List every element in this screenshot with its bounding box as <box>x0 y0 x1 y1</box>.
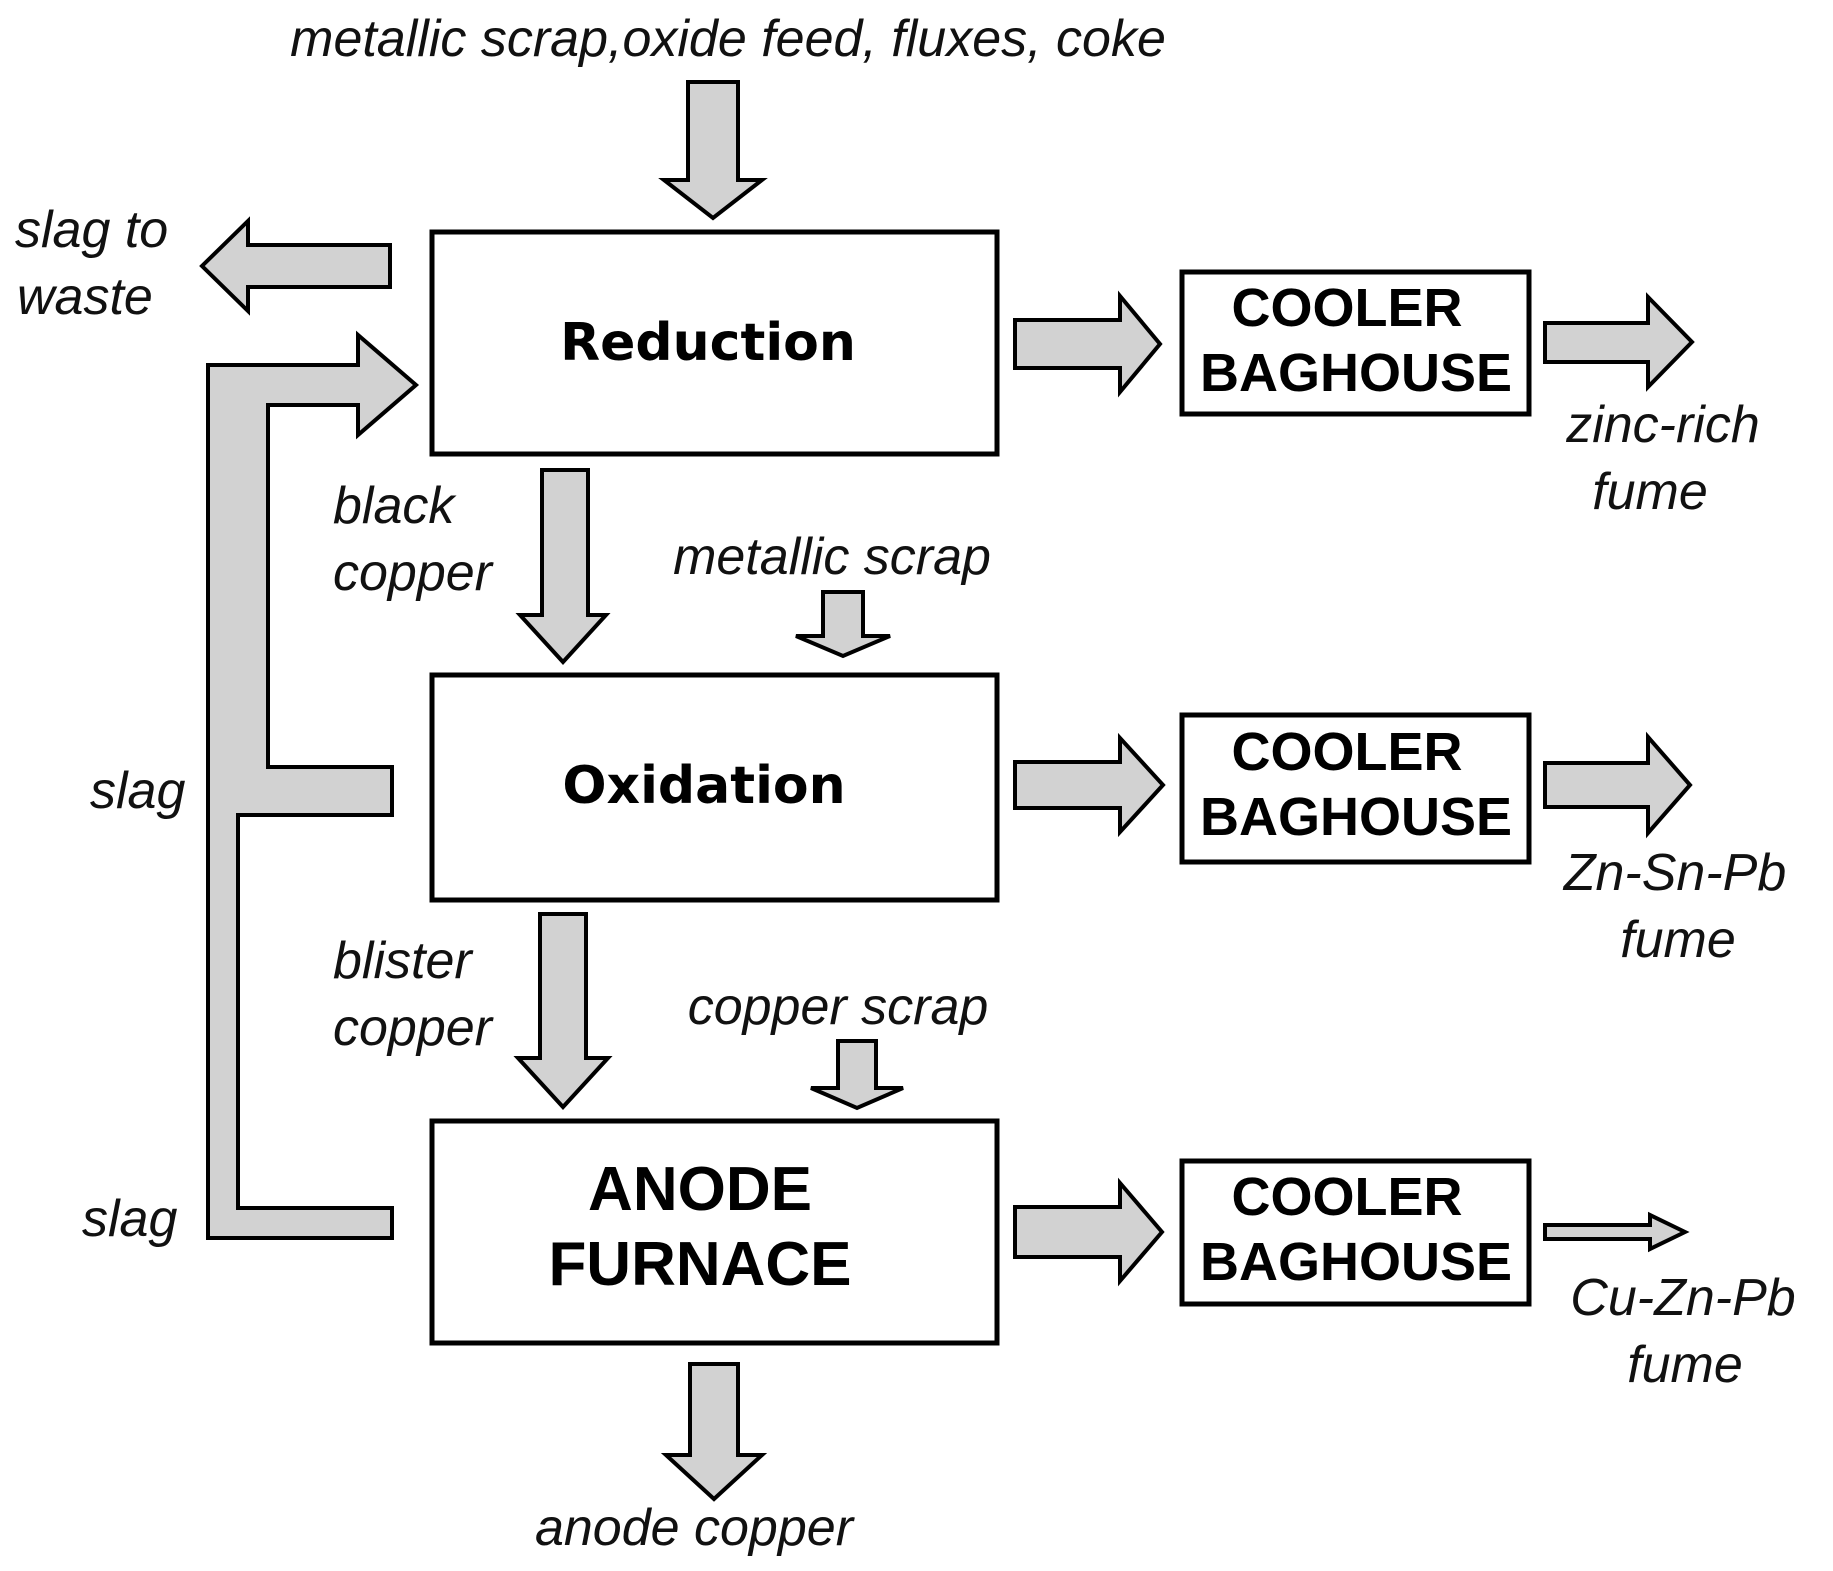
black-copper-arrow <box>515 468 611 665</box>
slag-waste-arrow <box>199 216 392 316</box>
anode-furnace-box <box>429 1118 1000 1346</box>
reduction-box <box>429 229 1000 457</box>
oxidation-label: Oxidation <box>562 756 845 816</box>
fume-arrow-2 <box>1543 731 1693 839</box>
fume-3-label-line1: Cu-Zn-Pb <box>1570 1269 1795 1327</box>
baghouse-label-2: BAGHOUSE <box>1200 787 1512 847</box>
anode-copper-arrow <box>660 1362 768 1502</box>
anode-label-line2: FURNACE <box>548 1230 851 1299</box>
baghouse-label-1: BAGHOUSE <box>1200 343 1512 403</box>
cooler-label-2: COOLER <box>1231 722 1462 782</box>
slag-anode-label: slag <box>82 1190 177 1248</box>
reduction-offgas-arrow <box>1013 290 1163 398</box>
anode-offgas-arrow <box>1013 1177 1165 1287</box>
baghouse-label-3: BAGHOUSE <box>1200 1232 1512 1292</box>
fume-1-label-line1: zinc-rich <box>1565 396 1760 454</box>
slag-to-waste-label-1: slag to <box>15 201 168 259</box>
feed-label: metallic scrap,oxide feed, fluxes, coke <box>290 10 1166 68</box>
slag-oxidation-label: slag <box>90 762 185 820</box>
copper-scrap-arrow <box>810 1039 904 1111</box>
metallic-scrap-arrow <box>795 590 891 659</box>
blister-copper-label-1: blister <box>333 932 474 990</box>
slag-to-waste-label-2: waste <box>17 268 153 326</box>
blister-copper-arrow <box>513 912 613 1110</box>
fume-arrow-3 <box>1543 1211 1690 1253</box>
copper-scrap-label: copper scrap <box>688 978 989 1036</box>
blister-copper-label-2: copper <box>333 999 495 1057</box>
fume-2-label-line1: Zn-Sn-Pb <box>1562 844 1787 902</box>
cooler-label-3: COOLER <box>1231 1167 1462 1227</box>
cooler-baghouse-box-2 <box>1179 712 1532 865</box>
slag-recycle-arrow <box>206 330 420 1240</box>
anode-label-line1: ANODE <box>588 1155 812 1224</box>
black-copper-label-1: black <box>333 477 457 535</box>
fume-1-label-line2: fume <box>1592 463 1708 521</box>
feed-arrow <box>658 80 768 221</box>
fume-arrow-1 <box>1543 292 1695 392</box>
black-copper-label-2: copper <box>333 544 495 602</box>
cooler-baghouse-box-1 <box>1179 269 1532 417</box>
metallic-scrap-label: metallic scrap <box>673 528 991 586</box>
fume-2-label-line2: fume <box>1620 911 1736 969</box>
oxidation-offgas-arrow <box>1013 732 1166 838</box>
cooler-label-1: COOLER <box>1231 278 1462 338</box>
oxidation-box <box>429 672 1000 903</box>
reduction-label: Reduction <box>560 313 856 373</box>
anode-copper-label: anode copper <box>535 1499 856 1557</box>
fume-3-label-line2: fume <box>1627 1336 1743 1394</box>
cooler-baghouse-box-3 <box>1179 1158 1532 1307</box>
